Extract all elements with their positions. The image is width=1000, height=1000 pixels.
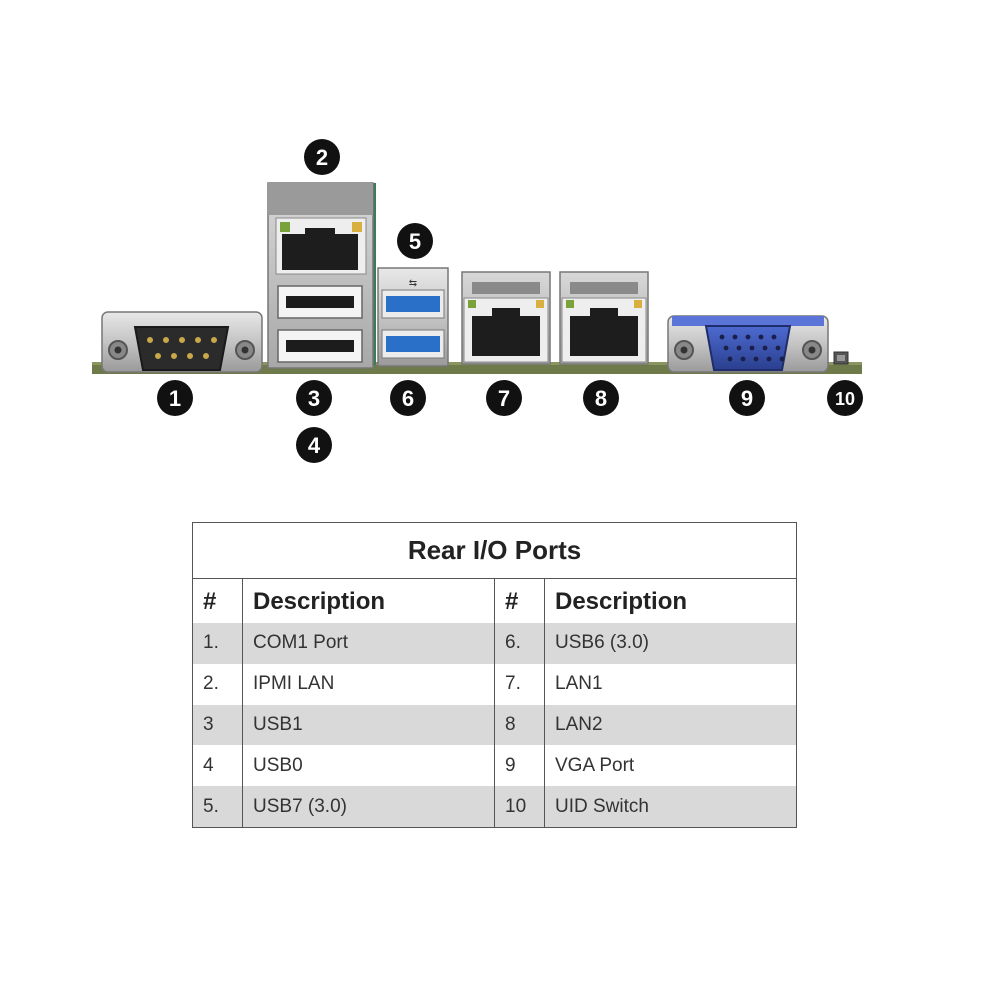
callout-6-label: 6 (402, 386, 414, 411)
callout-1-label: 1 (169, 386, 181, 411)
callout-9-label: 9 (741, 386, 753, 411)
callout-4-label: 4 (308, 433, 321, 458)
callout-2: 2 (304, 139, 340, 175)
row-desc: COM1 Port (242, 623, 495, 664)
rear-io-ports-table: Rear I/O Ports # Description # Descripti… (191, 522, 798, 828)
lan1-connector (461, 271, 551, 365)
col-desc-header-left: Description (242, 578, 495, 623)
table-header-row: # Description # Description (192, 578, 797, 623)
row-desc: LAN2 (543, 704, 797, 746)
row-desc: VGA Port (543, 745, 797, 787)
callout-5: 5 (397, 223, 433, 259)
callout-5-label: 5 (409, 229, 421, 254)
row-num: 2. (192, 663, 243, 705)
callout-1: 1 (157, 380, 193, 416)
table-row: 5. USB7 (3.0) 10 UID Switch (192, 786, 797, 828)
col-num-header-left: # (192, 578, 243, 623)
com1-port-connector (101, 311, 263, 373)
callout-7-label: 7 (498, 386, 510, 411)
row-num: 8 (494, 704, 545, 746)
board-edge (92, 364, 862, 374)
callout-3-label: 3 (308, 386, 320, 411)
callout-6: 6 (390, 380, 426, 416)
row-num: 4 (192, 745, 243, 787)
row-num: 5. (192, 786, 243, 828)
lan2-connector (559, 271, 649, 365)
row-num: 6. (494, 623, 545, 664)
table-row: 3 USB1 8 LAN2 (192, 704, 797, 746)
callout-8: 8 (583, 380, 619, 416)
row-num: 9 (494, 745, 545, 787)
table-row: 2. IPMI LAN 7. LAN1 (192, 663, 797, 705)
row-desc: USB1 (242, 704, 495, 746)
row-desc: LAN1 (543, 663, 797, 705)
row-num: 3 (192, 704, 243, 746)
row-desc: IPMI LAN (242, 663, 495, 705)
callout-3: 3 (296, 380, 332, 416)
callout-2-label: 2 (316, 145, 328, 170)
vga-port-connector (667, 315, 829, 373)
callout-9: 9 (729, 380, 765, 416)
row-desc: USB7 (3.0) (242, 786, 495, 828)
callout-10: 10 (827, 380, 863, 416)
row-desc: UID Switch (543, 786, 797, 828)
usb3-stack: ⇆ (377, 267, 449, 367)
row-desc: USB0 (242, 745, 495, 787)
row-num: 10 (494, 786, 545, 828)
col-desc-header-right: Description (543, 578, 797, 623)
callout-7: 7 (486, 380, 522, 416)
row-num: 7. (494, 663, 545, 705)
table-title: Rear I/O Ports (191, 522, 797, 579)
rear-io-diagram: ⇆ (92, 139, 863, 463)
uid-switch (833, 351, 849, 365)
callout-10-label: 10 (835, 389, 855, 409)
callout-4: 4 (296, 427, 332, 463)
row-num: 1. (192, 623, 243, 664)
ipmi-lan-usb-stack (267, 182, 376, 369)
row-desc: USB6 (3.0) (543, 623, 797, 664)
table-row: 1. COM1 Port 6. USB6 (3.0) (192, 623, 797, 664)
col-num-header-right: # (494, 578, 545, 623)
table-row: 4 USB0 9 VGA Port (192, 745, 797, 787)
callout-8-label: 8 (595, 386, 607, 411)
svg-text:⇆: ⇆ (409, 278, 417, 289)
